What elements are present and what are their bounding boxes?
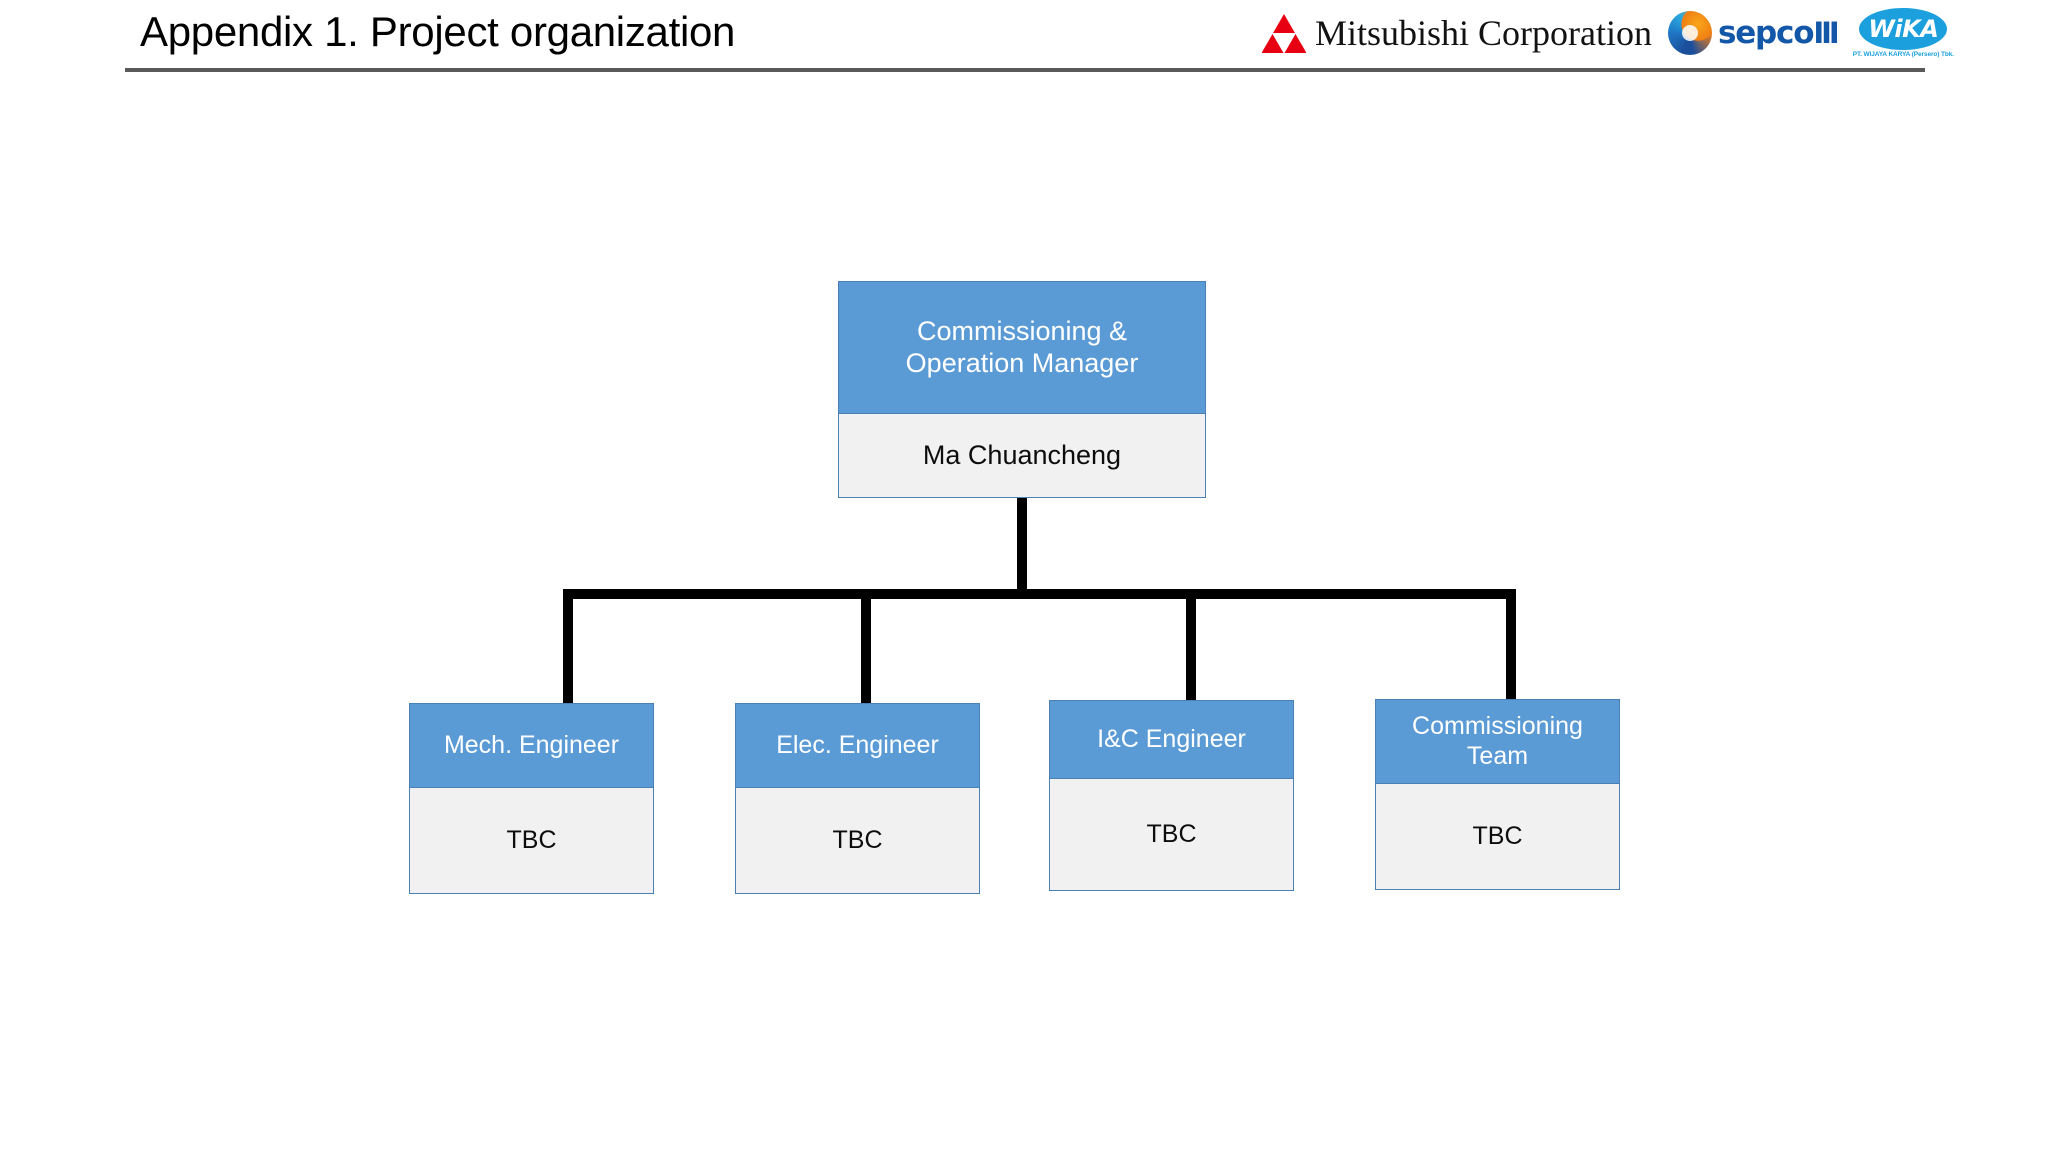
org-node-person: TBC <box>410 788 653 893</box>
sepco-logo: sepcoIII <box>1667 11 1840 55</box>
org-node-role-line1: Commissioning <box>1412 712 1583 740</box>
org-node-role: I&C Engineer <box>1050 701 1293 779</box>
wika-caption: PT. WIJAYA KARYA (Persero) Tbk. <box>1852 51 1954 58</box>
org-node-ic-engineer[interactable]: I&C Engineer TBC <box>1049 700 1294 891</box>
org-node-role: Commissioning Team <box>1376 700 1619 784</box>
org-node-commissioning-team[interactable]: Commissioning Team TBC <box>1375 699 1620 890</box>
connector-root-stem <box>1017 498 1027 591</box>
org-node-elec-engineer[interactable]: Elec. Engineer TBC <box>735 703 980 894</box>
org-node-role: Mech. Engineer <box>410 704 653 788</box>
sepco-wordmark: sepcoIII <box>1717 14 1840 51</box>
page-title: Appendix 1. Project organization <box>140 8 736 55</box>
wika-logo: WiKA PT. WIJAYA KARYA (Persero) Tbk. <box>1853 8 1954 58</box>
org-node-person: TBC <box>1050 779 1293 890</box>
connector-drop-team <box>1506 589 1516 700</box>
org-node-commissioning-operation-manager[interactable]: Commissioning & Operation Manager Ma Chu… <box>838 281 1206 498</box>
wika-wordmark: WiKA <box>1868 15 1939 43</box>
sepco-swirl-icon <box>1667 11 1712 55</box>
mitsubishi-logo: Mitsubishi Corporation <box>1261 13 1652 53</box>
org-node-person: TBC <box>736 788 979 893</box>
connector-horizontal-bus <box>563 589 1516 599</box>
org-node-role-line2: Team <box>1466 741 1529 770</box>
org-node-role: Elec. Engineer <box>736 704 979 788</box>
mitsubishi-wordmark: Mitsubishi Corporation <box>1314 13 1652 53</box>
org-node-role: Commissioning & Operation Manager <box>839 282 1205 414</box>
org-node-role-line2: Operation Manager <box>905 347 1139 378</box>
sepco-wordmark-text: sepco <box>1717 14 1815 51</box>
sepco-wordmark-numeral: III <box>1813 15 1839 50</box>
connector-drop-mech <box>563 589 573 704</box>
title-divider <box>125 68 1925 72</box>
org-node-person: Ma Chuancheng <box>839 414 1205 497</box>
mitsubishi-three-diamonds-icon <box>1261 13 1307 53</box>
connector-drop-elec <box>861 589 871 704</box>
wika-badge-icon: WiKA <box>1859 8 1948 50</box>
logo-strip: Mitsubishi Corporation sepcoIII WiKA PT.… <box>1261 4 1954 62</box>
org-node-mech-engineer[interactable]: Mech. Engineer TBC <box>409 703 654 894</box>
org-node-person: TBC <box>1376 784 1619 889</box>
connector-drop-ic <box>1186 589 1196 701</box>
org-node-role-line1: Commissioning & <box>916 315 1128 346</box>
